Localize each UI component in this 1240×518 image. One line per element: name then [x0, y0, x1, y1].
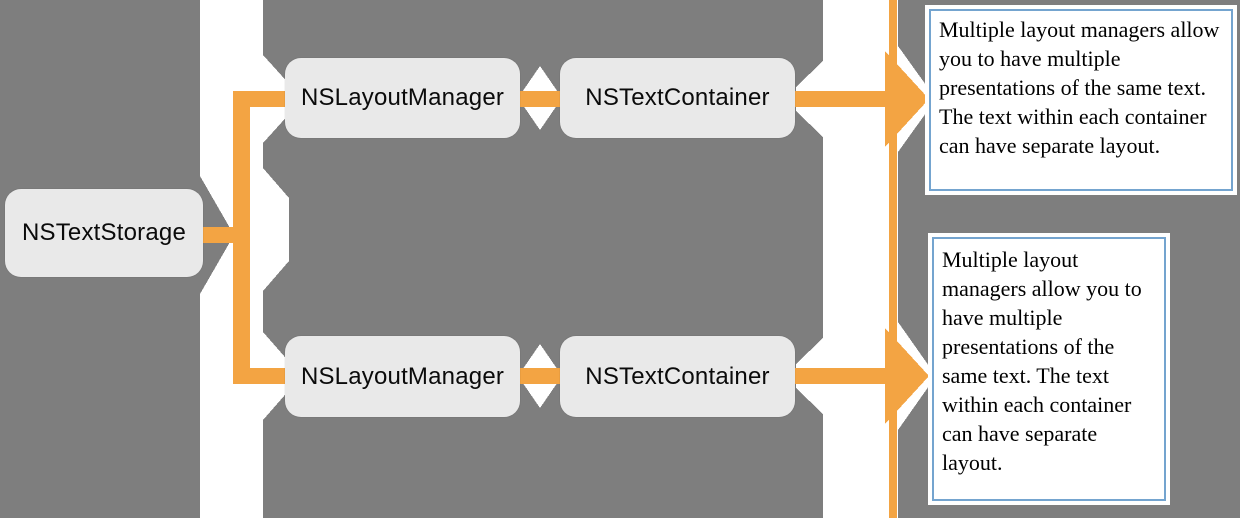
node-nstextcontainer-bottom: NSTextContainer [560, 336, 795, 417]
orange-connectors [192, 0, 929, 518]
bottom-shaft-mid [515, 368, 565, 384]
node-nstextstorage-label: NSTextStorage [21, 219, 186, 246]
top-shaft-mid [515, 91, 565, 107]
bottom-shaft-right [792, 368, 897, 384]
annotation-box-top: Multiple layout managers allow you to ha… [925, 5, 1237, 195]
annotation-box-bottom-text: Multiple layout managers allow you to ha… [932, 237, 1166, 501]
node-nslayoutmanager-bottom: NSLayoutManager [285, 336, 520, 417]
node-nslayoutmanager-bottom-label: NSLayoutManager [300, 362, 505, 390]
annotation-box-top-text: Multiple layout managers allow you to ha… [929, 9, 1233, 191]
top-shaft-left [233, 91, 293, 107]
node-nstextstorage: NSTextStorage [5, 189, 203, 277]
bottom-arrowhead [885, 328, 929, 424]
top-shaft-right [792, 91, 897, 107]
node-nslayoutmanager-top: NSLayoutManager [285, 58, 520, 138]
bottom-shaft-left [233, 368, 293, 384]
node-nstextcontainer-top: NSTextContainer [560, 58, 795, 138]
top-arrowhead [885, 51, 929, 147]
node-nstextcontainer-top-label: NSTextContainer [585, 84, 770, 111]
annotation-box-bottom: Multiple layout managers allow you to ha… [928, 233, 1170, 505]
vertical-rule-right [889, 0, 897, 518]
node-nslayoutmanager-top-label: NSLayoutManager [300, 84, 505, 111]
node-nstextcontainer-bottom-label: NSTextContainer [585, 362, 770, 390]
storage-shaft [192, 227, 250, 243]
